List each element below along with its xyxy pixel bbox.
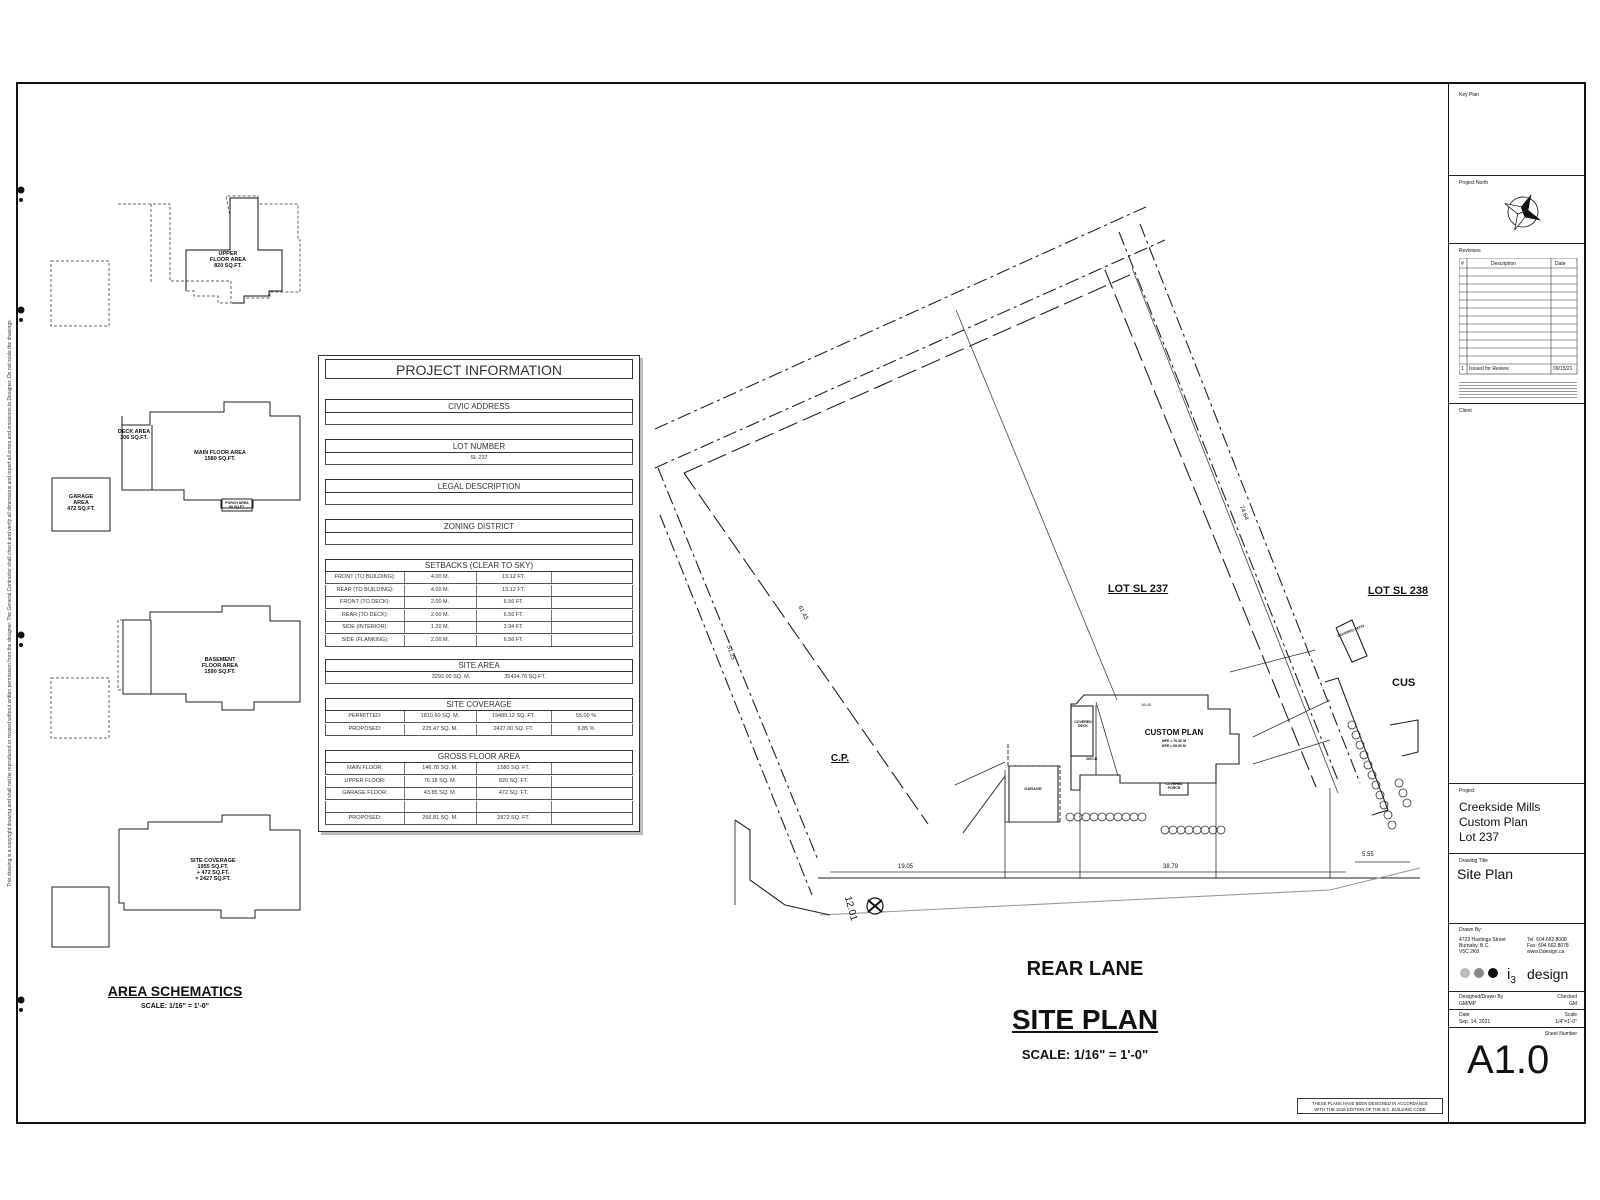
dim-19-05: 19.05 (898, 864, 914, 870)
area-schematics-drawing (50, 195, 301, 948)
site-coverage-header: SITE COVERAGE (325, 698, 633, 711)
gfa-row (325, 800, 633, 813)
setbacks-row: SIDE (INTERIOR):1.20 M.3.94 FT. (325, 622, 633, 634)
project-north-cell: Project North (1449, 176, 1585, 244)
civic-address-header: CIVIC ADDRESS (325, 399, 633, 413)
area-schematics-heading: AREA SCHEMATICS (107, 983, 243, 999)
gfa-row: MAIN FLOOR:146.78 SQ. M.1580 SQ. FT. (325, 763, 633, 775)
lot-number-row: SL 237 (325, 453, 633, 465)
date-scale-cell: Date Sep. 14, 2021 Scale 1/4"=1'-0" (1449, 1010, 1585, 1028)
custom-plan-label: CUSTOM PLAN (1144, 728, 1204, 737)
lot-sl-237-label: LOT SL 237 (1107, 583, 1169, 595)
key-plan-cell: Key Plan (1449, 84, 1585, 176)
site-plan-drawing (654, 205, 1421, 916)
site-area-row: 3292.00 SQ. M. 35434.76 SQ.FT. (325, 672, 633, 684)
gfa-row: GARAGE FLOOR:43.85 SQ. M.472 SQ. FT. (325, 788, 633, 800)
sheet-number-cell: Sheet Number A1.0 (1467, 1031, 1577, 1082)
coverage-row: PERMITTED:1810.60 SQ. M.19489.12 SQ. FT.… (325, 711, 633, 723)
drawing-sheet-border (16, 82, 1586, 1124)
i3-logo-dots (1460, 968, 1498, 978)
revisions-table (1459, 258, 1578, 375)
i3-logo-mark: i3 (1507, 966, 1516, 986)
covered-deck-label: COVERED DECK (1074, 720, 1092, 728)
lot-number-header: LOT NUMBER (325, 439, 633, 453)
site-plan-title: SITE PLAN (1011, 1004, 1159, 1035)
binder-holes (17, 186, 25, 1012)
client-cell: Client (1449, 404, 1585, 784)
neighbor-cus-label: CUS (1392, 677, 1416, 689)
rear-lane-label: REAR LANE (1026, 958, 1144, 980)
control-point-symbol (866, 897, 884, 915)
designed-by-cell: Designed/Drawn By GM/MP Checked GM (1449, 992, 1585, 1010)
north-arrow-icon (1504, 193, 1542, 231)
drawing-title: Site Plan (1457, 866, 1514, 882)
setbacks-row: REAR (TO BUILDING):4.00 M.13.12 FT. (325, 584, 633, 597)
revisions-cell: Revisions # Description Date 1 Issued fo… (1449, 244, 1585, 404)
project-info-title: PROJECT INFORMATION (325, 359, 633, 379)
gross-floor-area-header: GROSS FLOOR AREA (325, 750, 633, 763)
setbacks-row: SIDE (FLANKING):2.00 M.6.56 FT. (325, 634, 633, 647)
site-plan-scale: SCALE: 1/16" = 1'-0" (1021, 1047, 1149, 1062)
sheet-number: A1.0 (1467, 1038, 1550, 1082)
zoning-district-row (325, 533, 633, 545)
setbacks-row: FRONT (TO BUILDING):4.00 M.13.12 FT. (325, 572, 633, 584)
setbacks-row: FRONT (TO DECK):2.00 M.6.56 FT. (325, 597, 633, 609)
i3-logo-text: design (1527, 966, 1569, 982)
area-schematics-scale: SCALE: 1/16" = 1'-0" (140, 1003, 210, 1010)
deck-label: DECK (1086, 756, 1098, 761)
cp-label: C.P. (830, 753, 850, 764)
garage-label: GARAGE (1024, 786, 1042, 791)
covered-porch-label: COVERED PORCH (1165, 782, 1183, 790)
project-information-table: PROJECT INFORMATION CIVIC ADDRESS LOT NU… (318, 355, 640, 832)
building-code-note: THESE PLANS HAVE BEEN DESIGNED IN ACCORD… (1297, 1098, 1443, 1114)
dim-5-55: 5.55 (1362, 852, 1374, 858)
zoning-district-header: ZONING DISTRICT (325, 519, 633, 533)
title-block: Key Plan Project North Revisions # Descr… (1448, 84, 1585, 1122)
legal-description-header: LEGAL DESCRIPTION (325, 479, 633, 493)
setbacks-header: SETBACKS (CLEAR TO SKY) (325, 559, 633, 572)
dim-16-00: 16.00 (1141, 702, 1152, 707)
lot-sl-238-label: LOT SL 238 (1367, 585, 1429, 597)
drawing-title-cell: Drawing Title Site Plan (1449, 854, 1585, 924)
setbacks-row: REAR (TO DECK):2.00 M.6.56 FT. (325, 609, 633, 622)
site-area-header: SITE AREA (325, 659, 633, 672)
coverage-row: PROPOSED:225.47 SQ. M.2427.00 SQ. FT.6.8… (325, 723, 633, 736)
gfa-row: PROPOSED:266.81 SQ. M.2872 SQ. FT. (325, 813, 633, 825)
civic-address-row (325, 413, 633, 425)
gfa-row: UPPER FLOOR:76.18 SQ. M.820 SQ. FT. (325, 775, 633, 788)
dim-38-79: 38.79 (1163, 864, 1179, 870)
legal-description-row (325, 493, 633, 505)
